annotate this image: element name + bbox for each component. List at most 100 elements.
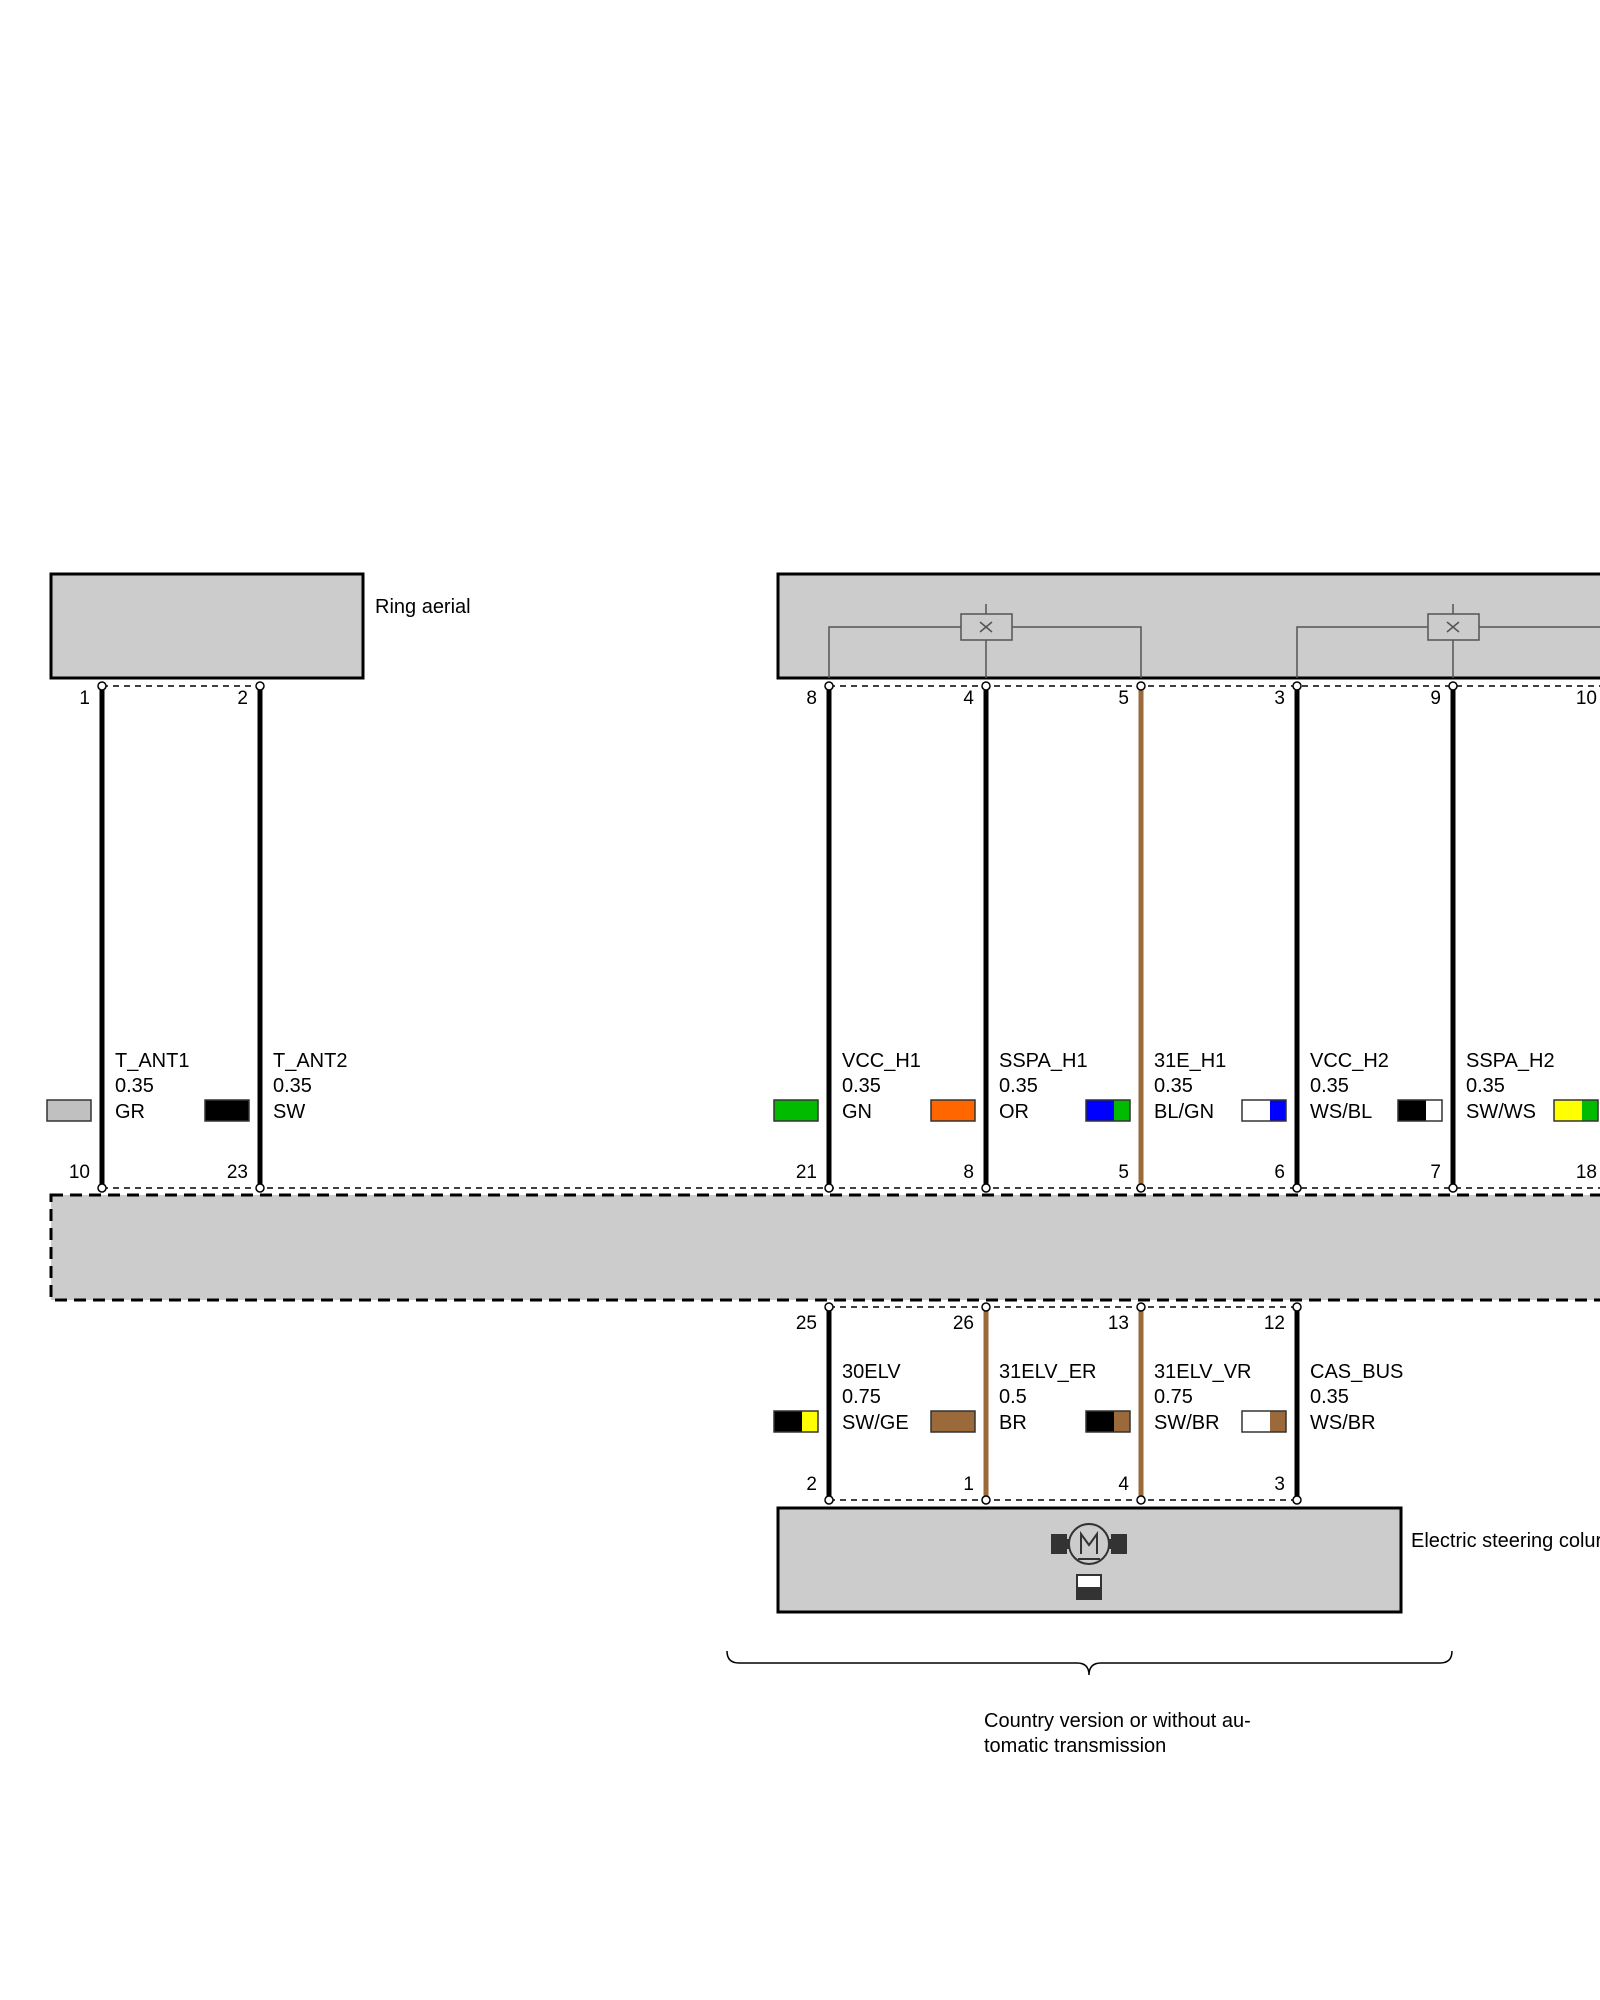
upper-pin-bottom-partial: 18	[1576, 1162, 1597, 1183]
lower-pin-node-cas-bus	[1292, 1302, 1302, 1312]
lower-pin-top-cas-bus: 12	[1264, 1313, 1285, 1334]
lower-signal-cas-bus: CAS_BUS	[1310, 1361, 1403, 1383]
upper-signal-sspa-h2: SSPA_H2	[1466, 1050, 1555, 1072]
upper-signal-t-ant2: T_ANT2	[273, 1050, 347, 1072]
upper-pin-bottom-t-ant2: 23	[227, 1162, 248, 1183]
lower-gauge-30elv: 0.75	[842, 1386, 881, 1408]
central-module-box	[49, 1193, 1600, 1302]
steering-lock-label: Electric steering colur	[1411, 1530, 1600, 1552]
upper-gauge-sspa-h1: 0.35	[999, 1075, 1038, 1097]
ring-aerial-box	[49, 572, 365, 680]
upper-pin-top-31e-h1: 5	[1118, 688, 1129, 709]
lower-color-code-31elv-er: BR	[999, 1412, 1027, 1434]
upper-color-code-sspa-h1: OR	[999, 1101, 1029, 1123]
internal-circuit-1	[828, 604, 1142, 678]
upper-swatch-t-ant2	[204, 1099, 250, 1122]
upper-pin-node-vcc-h1	[824, 1183, 834, 1193]
lower-swatch-31elv-vr	[1085, 1410, 1131, 1433]
upper-signal-sspa-h1: SSPA_H1	[999, 1050, 1088, 1072]
lower-swatch-stripe-cas-bus	[1270, 1411, 1286, 1432]
upper-pin-bottom-31e-h1: 5	[1118, 1162, 1129, 1183]
lower-pin-top-30elv: 25	[796, 1313, 817, 1334]
upper-swatch-main-sspa-h2	[1398, 1100, 1426, 1121]
upper-pin-top-sspa-h2: 9	[1430, 688, 1441, 709]
lower-swatch-cas-bus	[1241, 1410, 1287, 1433]
upper-swatch-31e-h1	[1085, 1099, 1131, 1122]
lower-pin-bottom-cas-bus: 3	[1274, 1474, 1285, 1495]
upper-pin-node-t-ant1	[97, 681, 107, 691]
upper-swatch-stripe-partial	[1582, 1100, 1598, 1121]
upper-pin-bottom-vcc-h1: 21	[796, 1162, 817, 1183]
upper-color-code-vcc-h1: GN	[842, 1101, 872, 1123]
lower-signal-30elv: 30ELV	[842, 1361, 901, 1383]
note-line-2: tomatic transmission	[984, 1735, 1166, 1757]
internal-circuit-2	[1296, 604, 1600, 678]
upper-pin-top-t-ant1: 1	[79, 688, 90, 709]
upper-pin-node-t-ant1	[97, 1183, 107, 1193]
upper-pin-bottom-sspa-h2: 7	[1430, 1162, 1441, 1183]
lower-gauge-cas-bus: 0.35	[1310, 1386, 1349, 1408]
upper-pin-node-vcc-h1	[824, 681, 834, 691]
upper-color-code-sspa-h2: SW/WS	[1466, 1101, 1536, 1123]
lower-swatch-31elv-er	[930, 1410, 976, 1433]
upper-pin-node-vcc-h2	[1292, 1183, 1302, 1193]
upper-pin-node-sspa-h1	[981, 681, 991, 691]
lower-pin-node-31elv-er	[981, 1495, 991, 1505]
lower-pin-top-31elv-er: 26	[953, 1313, 974, 1334]
upper-swatch-main-partial	[1554, 1100, 1582, 1121]
upper-signal-t-ant1: T_ANT1	[115, 1050, 189, 1072]
upper-signal-vcc-h2: VCC_H2	[1310, 1050, 1389, 1072]
upper-pin-bottom-sspa-h1: 8	[963, 1162, 974, 1183]
upper-swatch-sspa-h1	[930, 1099, 976, 1122]
upper-pin-node-31e-h1	[1136, 1183, 1146, 1193]
upper-gauge-sspa-h2: 0.35	[1466, 1075, 1505, 1097]
upper-swatch-vcc-h1	[773, 1099, 819, 1122]
upper-pin-top-partial: 10	[1576, 688, 1597, 709]
upper-pin-node-vcc-h2	[1292, 681, 1302, 691]
scope-brace	[726, 1650, 1453, 1676]
upper-gauge-31e-h1: 0.35	[1154, 1075, 1193, 1097]
lower-color-code-31elv-vr: SW/BR	[1154, 1412, 1220, 1434]
upper-color-code-31e-h1: BL/GN	[1154, 1101, 1214, 1123]
lower-swatch-30elv	[773, 1410, 819, 1433]
upper-pin-top-vcc-h1: 8	[806, 688, 817, 709]
upper-swatch-partial	[1553, 1099, 1599, 1122]
upper-pin-top-vcc-h2: 3	[1274, 688, 1285, 709]
lower-pin-bottom-30elv: 2	[806, 1474, 817, 1495]
lower-swatch-stripe-31elv-vr	[1114, 1411, 1130, 1432]
note-line-1: Country version or without au-	[984, 1710, 1251, 1732]
lower-gauge-31elv-vr: 0.75	[1154, 1386, 1193, 1408]
upper-pin-bottom-t-ant1: 10	[69, 1162, 90, 1183]
lower-swatch-main-cas-bus	[1242, 1411, 1270, 1432]
upper-gauge-t-ant1: 0.35	[115, 1075, 154, 1097]
upper-pin-node-31e-h1	[1136, 681, 1146, 691]
lower-swatch-stripe-30elv	[802, 1411, 818, 1432]
lower-pin-node-31elv-vr	[1136, 1495, 1146, 1505]
lower-pin-bottom-31elv-er: 1	[963, 1474, 974, 1495]
wires-layer: 110T_ANT10.35GR223T_ANT20.35SW821VCC_H10…	[46, 681, 1599, 1505]
upper-pin-bottom-vcc-h2: 6	[1274, 1162, 1285, 1183]
lower-color-code-30elv: SW/GE	[842, 1412, 909, 1434]
lower-color-code-cas-bus: WS/BR	[1310, 1412, 1376, 1434]
upper-swatch-main-31e-h1	[1086, 1100, 1114, 1121]
upper-swatch-vcc-h2	[1241, 1099, 1287, 1122]
ring-aerial-label: Ring aerial	[375, 596, 471, 618]
upper-gauge-t-ant2: 0.35	[273, 1075, 312, 1097]
upper-signal-31e-h1: 31E_H1	[1154, 1050, 1226, 1072]
lower-pin-node-31elv-vr	[1136, 1302, 1146, 1312]
upper-pin-node-sspa-h1	[981, 1183, 991, 1193]
upper-swatch-stripe-vcc-h2	[1270, 1100, 1286, 1121]
upper-pin-node-t-ant2	[255, 1183, 265, 1193]
upper-pin-node-sspa-h2	[1448, 681, 1458, 691]
upper-color-code-vcc-h2: WS/BL	[1310, 1101, 1372, 1123]
upper-swatch-stripe-31e-h1	[1114, 1100, 1130, 1121]
upper-gauge-vcc-h2: 0.35	[1310, 1075, 1349, 1097]
upper-pin-top-sspa-h1: 4	[963, 688, 974, 709]
lower-pin-node-cas-bus	[1292, 1495, 1302, 1505]
upper-color-code-t-ant2: SW	[273, 1101, 305, 1123]
upper-swatch-t-ant1	[46, 1099, 92, 1122]
upper-pin-node-sspa-h2	[1448, 1183, 1458, 1193]
lower-signal-31elv-vr: 31ELV_VR	[1154, 1361, 1251, 1383]
lower-swatch-main-31elv-vr	[1086, 1411, 1114, 1432]
